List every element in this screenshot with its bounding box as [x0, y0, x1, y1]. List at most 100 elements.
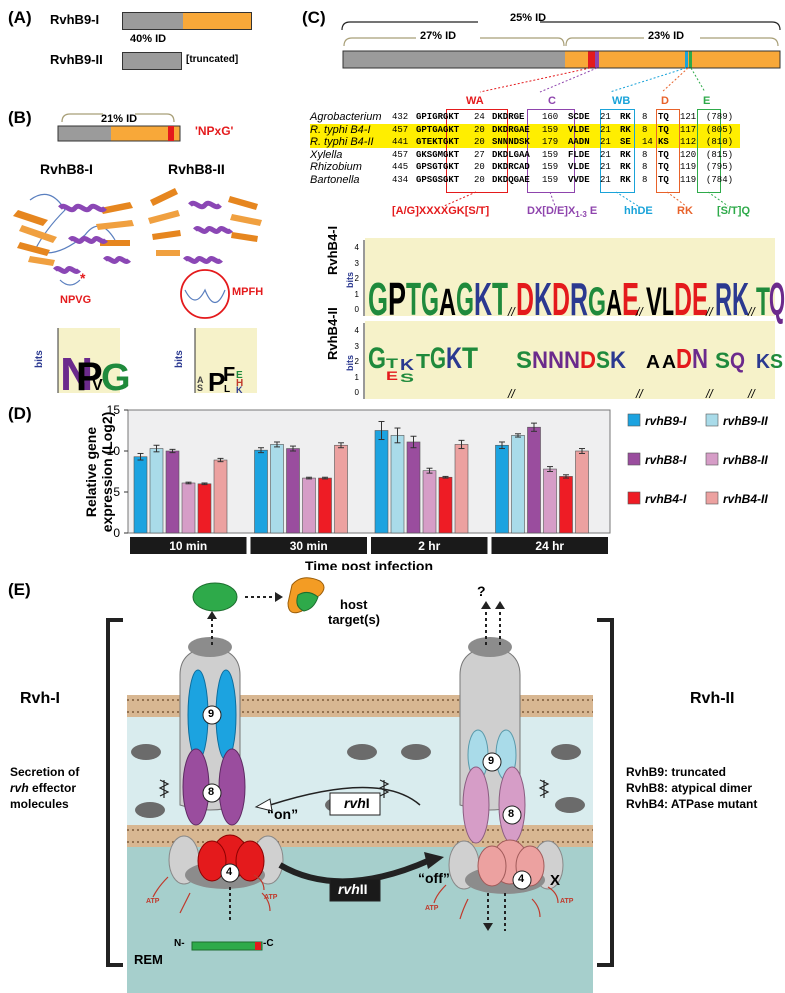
bar-rvhB8-I: [286, 448, 300, 534]
alignment-cell: 457: [392, 124, 409, 135]
alignment-cell: 434: [392, 174, 409, 185]
alignment-cell: 457: [392, 149, 409, 160]
legend-label: rvhB9-II: [723, 414, 768, 428]
rvhb8-i-structure: [13, 193, 134, 286]
alignment-cell: 112: [680, 137, 697, 148]
rvhb8-ii-structure: [148, 188, 262, 319]
identity-c-left: 27% ID: [420, 30, 457, 42]
box-wa-label: WA: [466, 95, 484, 107]
svg-text://: //: [705, 387, 714, 401]
alignment-cell: (795): [706, 162, 734, 173]
alignment-cell: 24: [474, 112, 485, 123]
x-tick-label: 10 min: [169, 539, 207, 553]
alignment-cell: 121: [680, 112, 697, 123]
svg-text:S: S: [197, 383, 203, 393]
legend-label: rvhB9-I: [645, 414, 687, 428]
alignment-cell: DKDRGE: [492, 112, 525, 123]
svg-text:E: E: [236, 370, 243, 381]
svg-text:D: D: [674, 273, 692, 325]
panel-a-label: (A): [8, 8, 32, 27]
svg-text:Q: Q: [769, 273, 785, 325]
rvh-i-switch: rvhI: [344, 795, 370, 811]
svg-text:G: G: [101, 357, 131, 399]
svg-text:D: D: [552, 273, 570, 325]
on-label: “on”: [267, 806, 299, 822]
svg-text://: //: [507, 305, 516, 319]
cons-c: DX[D/E]X1-3 E: [527, 205, 597, 219]
note-b4: RvhB4: ATPase mutant: [626, 797, 758, 811]
alignment-cell: DKDLGAA: [492, 149, 530, 160]
box-e-label: E: [703, 95, 711, 107]
svg-text:R: R: [715, 273, 732, 325]
rvh-ii-machine: [448, 637, 564, 894]
svg-text:T: T: [406, 273, 421, 325]
alignment-cell: 159: [542, 124, 559, 135]
alignment-cell: (784): [706, 174, 734, 185]
svg-text://: //: [747, 387, 756, 401]
alignment-cell: R. typhi B4-I: [310, 123, 371, 136]
svg-text:G: G: [430, 342, 446, 375]
alignment-cell: (815): [706, 149, 734, 160]
svg-text:D: D: [580, 347, 596, 374]
right-8-label: 8: [508, 808, 515, 820]
alignment-cell: KS: [658, 137, 669, 148]
svg-text:H: H: [236, 378, 243, 389]
atp-2: ATP: [264, 894, 278, 901]
category-bar: [130, 537, 247, 554]
rvh-ii-title: Rvh-II: [690, 690, 735, 707]
bar-rvhB9-I: [133, 456, 148, 534]
secretion-line1: Secretion of: [10, 765, 80, 779]
svg-text://: //: [747, 305, 756, 319]
cons-wa: [A/G]XXXXGK[S/T]: [392, 205, 490, 217]
alignment-highlight: [310, 124, 740, 148]
bar-rvhB4-I: [559, 476, 573, 534]
tick: 0: [354, 305, 359, 315]
left-8-label: 8: [208, 786, 215, 798]
logo1-bits: bits: [345, 271, 355, 288]
y-tick-label: 15: [107, 403, 121, 417]
svg-text:V: V: [646, 280, 662, 324]
mutant-x: X: [550, 872, 561, 889]
svg-text:G: G: [368, 342, 386, 375]
alignment-cell: RK: [620, 162, 631, 173]
svg-text:bits: bits: [34, 350, 45, 368]
alignment-cell: 21: [600, 137, 611, 148]
panel-d-label: (D): [8, 404, 32, 423]
bar-rvhB9-II: [270, 444, 284, 534]
svg-text:K: K: [446, 342, 462, 375]
svg-text://: //: [705, 305, 714, 319]
rvh-ii-switch-num: II: [359, 881, 368, 897]
mpfh-label: MPFH: [232, 286, 264, 298]
rvh-i-switch-num: I: [365, 795, 370, 811]
bar-rvhB8-II: [543, 468, 557, 534]
alignment-cell: 20: [474, 137, 485, 148]
legend-label: rvhB8-I: [645, 453, 687, 467]
x-tick-label: 24 hr: [535, 539, 564, 553]
tick: 1: [354, 372, 359, 382]
atp-3: ATP: [425, 905, 439, 912]
svg-text:T: T: [416, 351, 430, 373]
alignment-cell: DKDQGAE: [492, 174, 530, 185]
category-bar: [250, 537, 367, 554]
y-axis-label: Relative gene: [83, 427, 99, 517]
svg-text:E: E: [386, 369, 398, 383]
panel-b-graphic: bits N P V G bits S A P F L E H K: [13, 113, 262, 400]
svg-text:S: S: [770, 351, 783, 373]
panel-b-label: (B): [8, 108, 32, 127]
cons-wb: hhDE: [624, 205, 653, 217]
alignment-cell: R. typhi B4-II: [310, 136, 374, 149]
alignment-cell: GKSGMGKT: [416, 149, 460, 160]
alignment-cell: Xylella: [310, 148, 343, 161]
svg-text:A: A: [439, 282, 456, 324]
svg-text:L: L: [662, 280, 674, 324]
legend-label: rvhB4-I: [645, 492, 687, 506]
svg-text:K: K: [400, 357, 415, 374]
bar-rvhB4-I: [438, 476, 453, 534]
x-tick-label: 30 min: [290, 539, 328, 553]
legend-label: rvhB4-II: [723, 492, 768, 506]
alignment-cell: Agrobacterium: [310, 111, 382, 124]
logo2-title: RvhB4-II: [325, 307, 340, 360]
panel-e-label: (E): [8, 580, 31, 599]
alignment-cell: GPSGSGKT: [416, 174, 460, 185]
